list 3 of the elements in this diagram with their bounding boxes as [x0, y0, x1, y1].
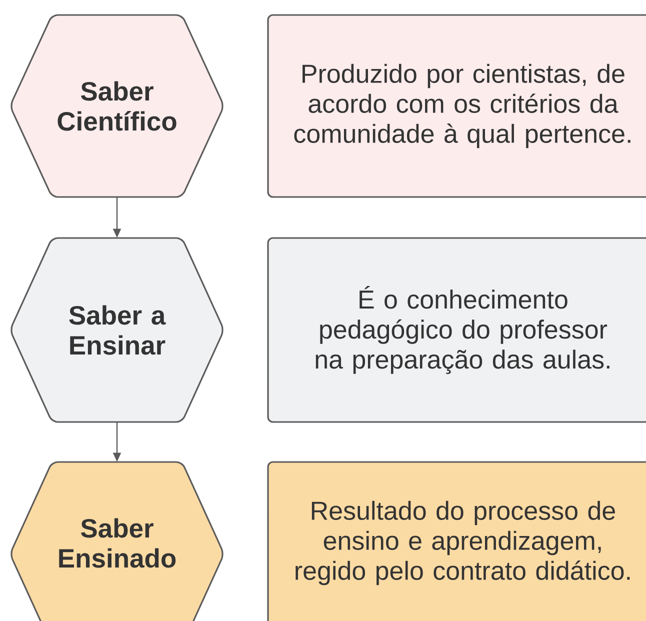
- description-box: Resultado do processo de ensino e aprendizagem, regido pelo contrato didático.: [267, 461, 646, 621]
- description-box: É o conhecimento pedagógico do professor na preparação das aulas.: [267, 237, 646, 423]
- description-box: Produzido por cientistas, de acordo com os critérios da comunidade à qual pertence.: [267, 14, 646, 198]
